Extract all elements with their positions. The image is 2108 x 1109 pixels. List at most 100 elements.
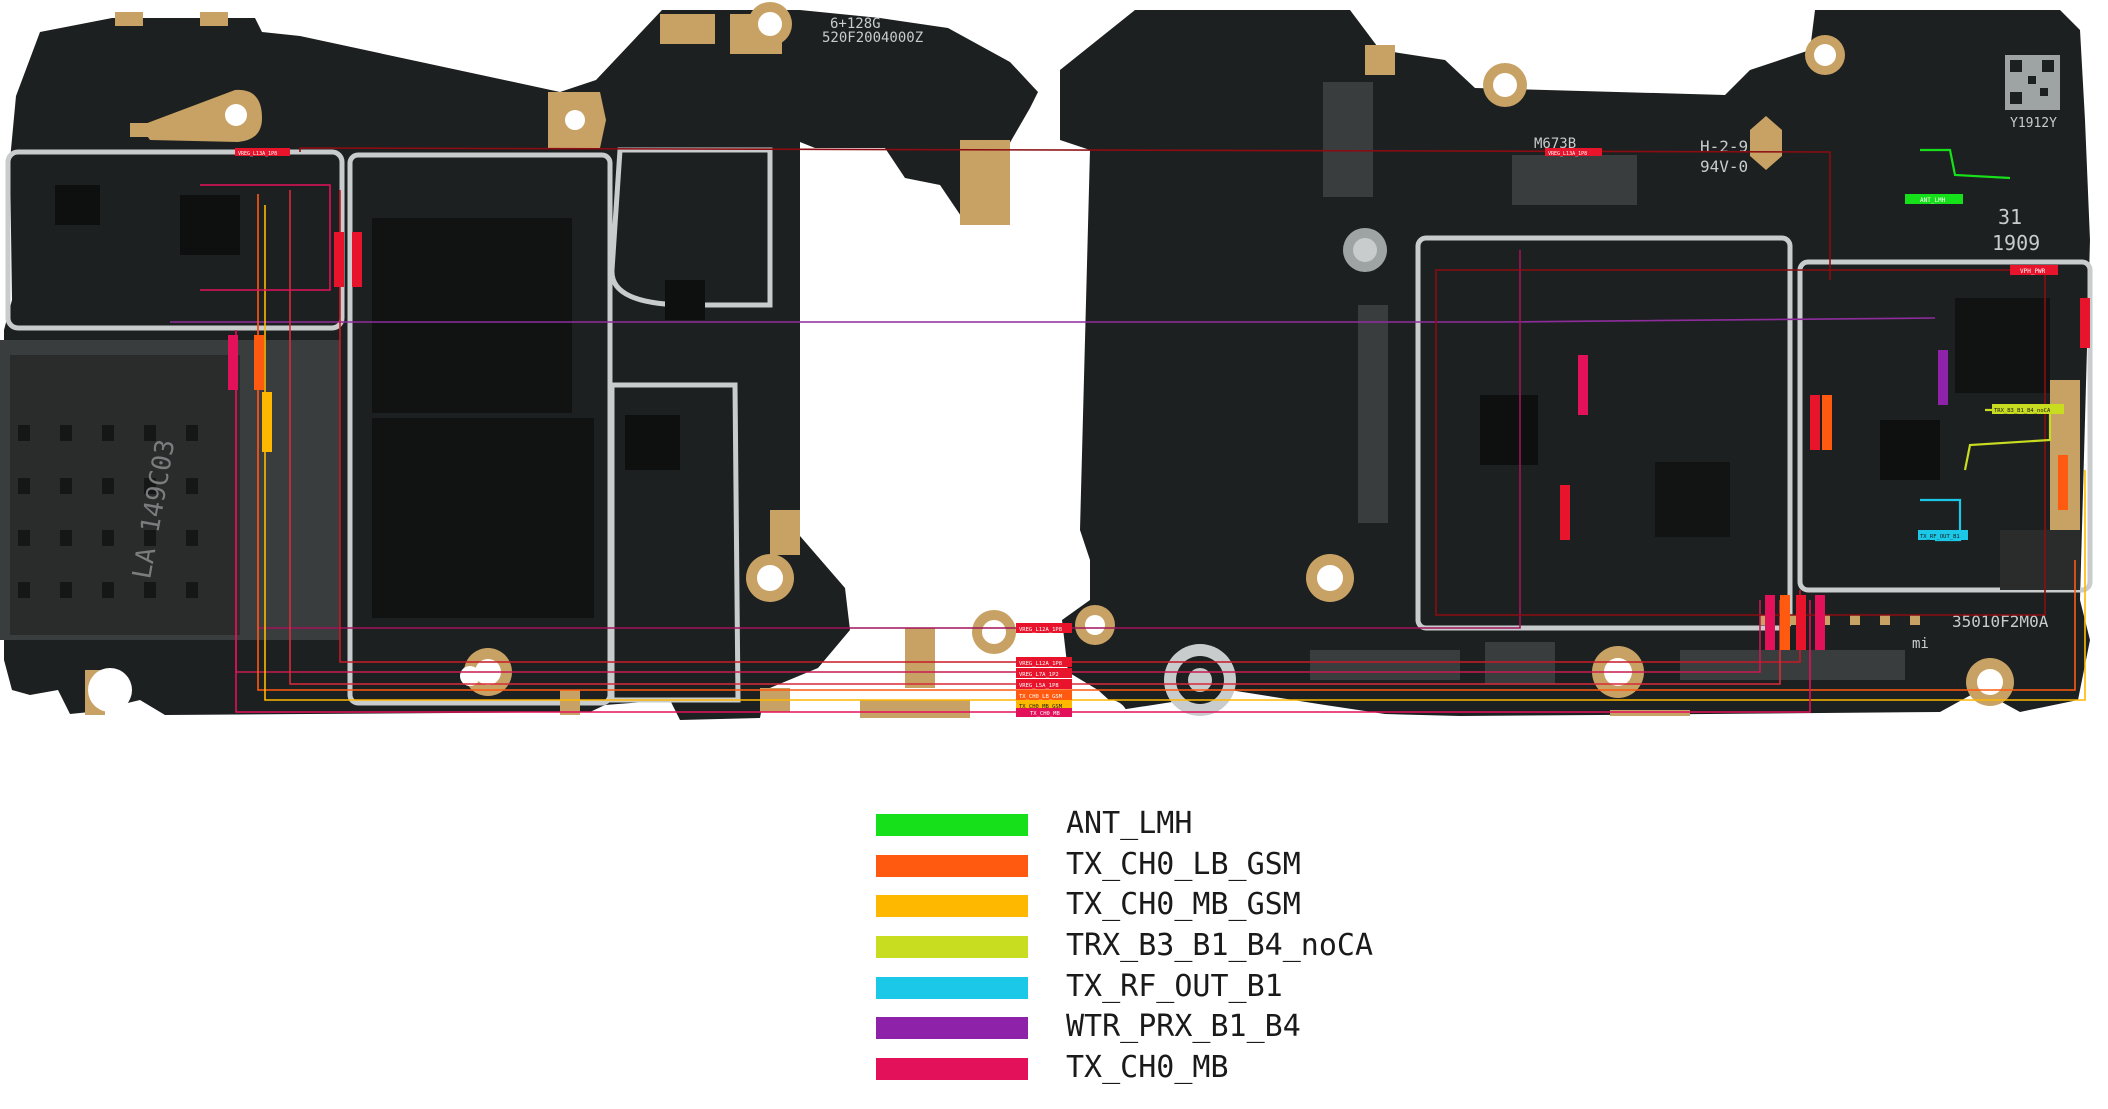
svg-text:VREG_L13A_1P8: VREG_L13A_1P8 [238,151,277,157]
legend-label: ANT_LMH [1066,806,1193,841]
net-tag-tx-rf-out: TX_RF_OUT_B1 [1918,530,1968,540]
silkscreen-rating-1: H-2-9 [1700,137,1748,156]
fpc-connector-bottom-right [1680,650,1905,680]
svg-text:VREG_L5A_1P8: VREG_L5A_1P8 [1019,683,1059,689]
net-tag-vreg-l12a-2: VREG_L12A_1P8 [1016,657,1072,667]
small-chip-2 [625,415,680,470]
fpc-connector-small [1485,642,1555,684]
net-tag-vreg-l7a: VREG_L7A_1P2 [1016,668,1072,678]
small-chip-4 [1480,395,1538,465]
silkscreen-ram-size: 6+128G [830,16,881,32]
transceiver-chip [1955,298,2050,393]
vertical-tag-right-5 [2058,455,2068,510]
trace-wtr-prx [170,317,1936,323]
mounting-holes [88,2,1016,712]
rf-shield-center [1415,235,1793,631]
fpc-connector-bottom-left [1310,650,1460,680]
vertical-tag-left-5 [352,232,362,287]
svg-text:VREG_L7A_1P2: VREG_L7A_1P2 [1019,672,1059,678]
svg-text:VREG_L12A_1P8: VREG_L12A_1P8 [1019,627,1062,633]
right-board-half: M673B H-2-9 94V-0 31 1909 Y1912Y 35010F2… [1060,10,2093,736]
flash-chip [372,418,594,618]
net-tag-trx-b3: TRX_B3_B1_B4_noCA [1992,404,2064,414]
svg-text:TRX_B3_B1_B4_noCA: TRX_B3_B1_B4_noCA [1994,408,2051,414]
vertical-tag-left-3 [262,392,272,452]
legend-item-trx-b3-b1-b4-noca: TRX_B3_B1_B4_noCA [874,926,1434,967]
svg-text:VREG_L12A_1P8: VREG_L12A_1P8 [1019,661,1062,667]
legend-label: WTR_PRX_B1_B4 [1066,1009,1301,1045]
vertical-tag-left-2 [254,335,264,390]
legend-item-ant-lmh: ANT_LMH [874,804,1434,845]
small-chip-3 [665,280,705,320]
vertical-tag-right-11 [1815,595,1825,650]
vertical-tag-right-1 [1578,355,1588,415]
legend-item-tx-ch0-mb-gsm: TX_CH0_MB_GSM [874,885,1434,926]
fpc-connector-side [1358,305,1388,523]
fpc-connector-top-left [1323,82,1373,197]
legend-item-tx-rf-out-b1: TX_RF_OUT_B1 [874,967,1434,1008]
trace-vreg-l13a-long [299,147,1831,280]
net-tag-tx-ch0-lb-gsm: TX_CH0_LB_GSM [1016,690,1072,700]
net-legend: ANT_LMH TX_CH0_LB_GSM TX_CH0_MB_GSM TRX_… [874,804,1434,1089]
silkscreen-part-number: 520F2004000Z [822,30,923,46]
vertical-tag-right-10 [1796,595,1806,650]
trace-left-local [200,184,331,291]
legend-swatch [876,936,1028,959]
net-tag-vph-pwr: VPH_PWR [2010,265,2058,275]
net-tags: VREG_L13A_1P8 VREG_L13A_1P8 ANT_LMH VPH_… [228,148,2090,717]
silkscreen-rating-2: 94V-0 [1700,157,1748,176]
pmic-chip [180,195,240,255]
svg-text:TX_CH0_MB_GSM: TX_CH0_MB_GSM [1019,704,1063,710]
silkscreen-serial: Y1912Y [2010,116,2057,131]
silkscreen-board-code: 35010F2M0A [1952,612,2049,631]
legend-swatch [876,976,1028,999]
legend-swatch [876,814,1028,836]
ram-chip [372,218,572,413]
legend-swatch [876,1017,1028,1040]
sim-tray-inner [10,355,240,635]
vertical-tag-right-4 [1822,395,1832,450]
rf-shield-right [1797,259,2093,593]
left-board-half: 6+128G 520F2004000Z LA 149C03 [0,2,1038,720]
qr-code [2005,55,2060,110]
vertical-tag-right-3 [1938,350,1948,405]
trace-tx-ch0-lb-gsm [257,194,2076,691]
vertical-tag-right-2 [1810,395,1820,450]
svg-text:ANT_LMH: ANT_LMH [1920,197,1946,204]
legend-item-tx-ch0-lb-gsm: TX_CH0_LB_GSM [874,845,1434,886]
legend-item-wtr-prx-b1-b4: WTR_PRX_B1_B4 [874,1007,1434,1048]
net-tag-tx-ch0-mb-gsm: TX_CH0_MB_GSM [1016,700,1072,710]
svg-text:TX_CH0_MB: TX_CH0_MB [1030,711,1060,717]
svg-text:VPH_PWR: VPH_PWR [2020,268,2046,275]
vertical-tag-left-4 [334,232,344,287]
trace-ant-lmh [1920,148,2011,180]
vertical-tag-left-1 [228,335,238,390]
net-tag-tx-ch0-mb: TX_CH0_MB [1016,708,1072,717]
legend-swatch [876,854,1028,877]
sim-contacts [18,425,198,598]
trace-right-box [1435,269,2046,616]
legend-label: TX_CH0_MB [1066,1050,1229,1086]
net-traces [170,147,2086,713]
small-chip-1 [55,185,100,225]
silkscreen-date-week: 31 [1998,205,2022,229]
svg-text:TX_RF_OUT_B1: TX_RF_OUT_B1 [1920,534,1960,540]
trace-tx-ch0-mb-gsm [264,205,2086,701]
legend-label: TX_RF_OUT_B1 [1066,968,1283,1004]
net-tag-vreg-l5a: VREG_L5A_1P8 [1016,679,1072,689]
legend-label: TX_CH0_LB_GSM [1066,846,1301,882]
silkscreen-brand: mi [1912,636,1929,652]
net-tag-vreg-l13a-right: VREG_L13A_1P8 [1545,148,1602,157]
svg-text:TX_CH0_LB_GSM: TX_CH0_LB_GSM [1019,694,1063,700]
vertical-tag-right-8 [1765,595,1775,650]
vertical-tag-right-7 [1560,485,1570,540]
legend-swatch [876,1058,1028,1081]
right-board-outline [1060,10,2090,716]
vertical-tag-right-6 [2080,298,2090,348]
legend-label: TRX_B3_B1_B4_noCA [1066,928,1374,964]
pa-chip [1655,462,1730,537]
small-chip-5 [1880,420,1940,480]
vertical-tag-right-9 [1780,595,1790,650]
net-tag-ant-lmh: ANT_LMH [1905,194,1963,204]
